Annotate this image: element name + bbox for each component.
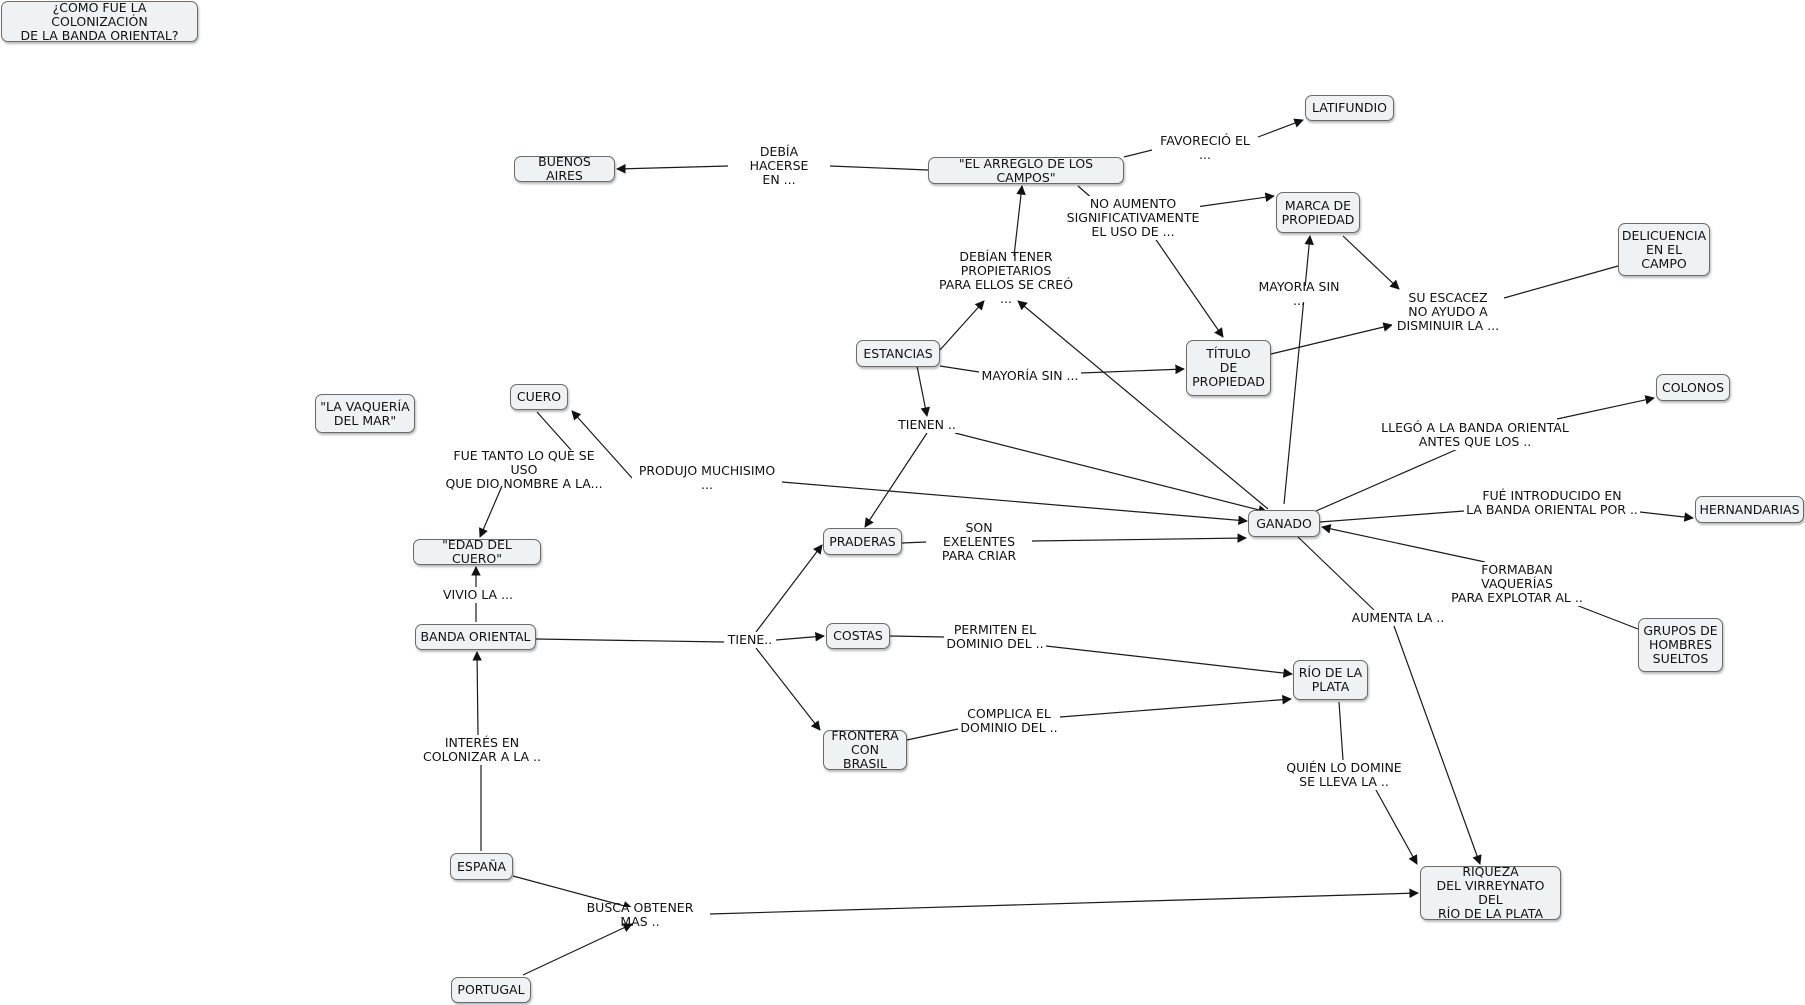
link-mayoria-sin-titulo: MAYORÍA SIN ... bbox=[979, 368, 1081, 384]
connector-line bbox=[1045, 645, 1293, 678]
connector-line bbox=[1575, 604, 1639, 630]
concept-vaqueria-del-mar[interactable]: "LA VAQUERÍA DEL MAR" bbox=[315, 394, 415, 433]
link-aumenta: AUMENTA LA .. bbox=[1349, 610, 1447, 626]
connector-line bbox=[1639, 511, 1694, 522]
concept-colonos[interactable]: COLONOS bbox=[1656, 374, 1730, 401]
connector-line bbox=[1338, 701, 1344, 761]
connector-line bbox=[479, 485, 503, 538]
concept-edad-del-cuero[interactable]: "EDAD DEL CUERO" bbox=[413, 538, 541, 566]
link-mayoria-sin-marca: MAYORIA SIN ... bbox=[1250, 280, 1348, 308]
connector-line bbox=[755, 647, 821, 731]
connector-line bbox=[1270, 322, 1393, 355]
connector-line bbox=[1375, 789, 1418, 865]
connector-line bbox=[472, 651, 482, 736]
concept-buenos-aires[interactable]: BUENOS AIRES bbox=[514, 155, 615, 183]
link-formaban: FORMABAN VAQUERÍAS PARA EXPLOTAR AL .. bbox=[1447, 562, 1587, 606]
connector-line bbox=[1059, 694, 1292, 718]
concept-ganado[interactable]: GANADO bbox=[1248, 510, 1320, 537]
concept-portugal[interactable]: PORTUGAL bbox=[451, 977, 531, 1003]
concept-estancias[interactable]: ESTANCIAS bbox=[856, 340, 940, 367]
connector-line bbox=[1319, 510, 1465, 523]
link-su-escacez: SU ESCACEZ NO AYUDO A DISMINUIR LA ... bbox=[1392, 290, 1504, 334]
connector-line bbox=[1297, 536, 1375, 611]
link-debian-tener: DEBÍAN TENER PROPIETARIOS PARA ELLOS SE … bbox=[932, 250, 1080, 306]
link-tiene: TIENE.. bbox=[724, 632, 776, 648]
concept-praderas[interactable]: PRADERAS bbox=[823, 528, 902, 555]
connector-line bbox=[954, 432, 1268, 515]
connector-line bbox=[1257, 118, 1304, 138]
concept-frontera-con-brasil[interactable]: FRONTERA CON BRASIL bbox=[823, 729, 907, 771]
connector-line bbox=[1503, 265, 1619, 299]
concept-arreglo-de-los-campos[interactable]: "EL ARREGLO DE LOS CAMPOS" bbox=[928, 156, 1124, 184]
connector-line bbox=[906, 728, 959, 741]
concept-cuero[interactable]: CUERO bbox=[510, 384, 568, 410]
connector-line bbox=[755, 544, 823, 633]
connector-line bbox=[1149, 230, 1224, 338]
link-favorecio: FAVORECIÓ EL ... bbox=[1152, 134, 1258, 162]
concept-hernandarias[interactable]: HERNANDARIAS bbox=[1695, 496, 1804, 523]
link-busca: BUSCA OBTENER MAS .. bbox=[570, 901, 710, 929]
concept-delincuencia[interactable]: DELICUENCIA EN EL CAMPO bbox=[1618, 223, 1710, 276]
concept-marca-de-propiedad[interactable]: MARCA DE PROPIEDAD bbox=[1276, 192, 1360, 233]
connector-line bbox=[781, 481, 1248, 526]
connector-line bbox=[1321, 524, 1486, 563]
connector-line bbox=[829, 165, 929, 171]
concept-rio-de-la-plata[interactable]: RÍO DE LA PLATA bbox=[1293, 660, 1368, 700]
link-llego: LLEGÓ A LA BANDA ORIENTAL ANTES QUE LOS … bbox=[1378, 420, 1572, 450]
link-son-exelentes: SON EXELENTES PARA CRIAR bbox=[926, 521, 1032, 563]
connector-line bbox=[535, 638, 725, 643]
connector-line bbox=[536, 411, 572, 451]
concept-grupos-de-hombres-sueltos[interactable]: GRUPOS DE HOMBRES SUELTOS bbox=[1638, 618, 1723, 672]
connector-line bbox=[1342, 235, 1400, 290]
connector-line bbox=[1013, 185, 1026, 257]
link-interes: INTERÉS EN COLONIZAR A LA .. bbox=[420, 735, 544, 765]
connector-line bbox=[709, 888, 1419, 915]
connector-line bbox=[901, 541, 927, 544]
connector-line bbox=[889, 635, 945, 638]
link-no-aumento: NO AUMENTO SIGNIFICATIVAMENTE EL USO DE … bbox=[1066, 196, 1200, 240]
connector-line bbox=[1393, 625, 1482, 865]
connector-line bbox=[1556, 395, 1655, 420]
connector-line bbox=[864, 432, 928, 528]
link-complica: COMPLICA EL DOMINIO DEL .. bbox=[958, 706, 1060, 736]
connector-line bbox=[1031, 533, 1247, 543]
concept-riqueza-del-virreynato[interactable]: RIQUEZA DEL VIRREYNATO DEL RÍO DE LA PLA… bbox=[1420, 865, 1561, 921]
connector-line bbox=[939, 365, 980, 373]
map-title[interactable]: ¿COMO FUE LA COLONIZACIÓN DE LA BANDA OR… bbox=[1, 0, 198, 42]
connector-line bbox=[1123, 149, 1153, 158]
connector-line bbox=[616, 163, 729, 174]
connector-line bbox=[512, 875, 633, 911]
link-quien: QUIÉN LO DOMINE SE LLEVA LA .. bbox=[1282, 760, 1406, 790]
link-debia-hacerse: DEBÍA HACERSE EN ... bbox=[728, 145, 830, 187]
link-permiten: PERMITEN EL DOMINIO DEL .. bbox=[944, 622, 1046, 652]
link-fue-tanto: FUE TANTO LO QUE SE USO QUE DIO NOMBRE A… bbox=[437, 449, 611, 491]
concept-banda-oriental[interactable]: BANDA ORIENTAL bbox=[415, 624, 536, 650]
connector-line bbox=[1195, 192, 1275, 208]
link-produjo: PRODUJO MUCHISIMO ... bbox=[632, 464, 782, 492]
connector-line bbox=[1017, 300, 1269, 510]
connector-line bbox=[1315, 447, 1461, 512]
concept-espana[interactable]: ESPAÑA bbox=[450, 853, 513, 880]
concept-titulo-de-propiedad[interactable]: TÍTULO DE PROPIEDAD bbox=[1186, 340, 1271, 396]
concept-latifundio[interactable]: LATIFUNDIO bbox=[1305, 95, 1394, 121]
connector-line bbox=[1283, 235, 1314, 505]
link-vivio: VIVIO LA ... bbox=[440, 587, 516, 603]
link-fue-introducido: FUÉ INTRODUCIDO EN LA BANDA ORIENTAL POR… bbox=[1464, 488, 1640, 518]
link-tienen: TIENEN .. bbox=[895, 417, 959, 433]
connector-line bbox=[916, 365, 931, 417]
connector-line bbox=[1080, 364, 1185, 375]
connector-line bbox=[571, 410, 633, 479]
connector-line bbox=[939, 300, 985, 351]
connector-line bbox=[775, 631, 825, 642]
connector-line bbox=[522, 923, 633, 976]
concept-costas[interactable]: COSTAS bbox=[826, 623, 890, 649]
